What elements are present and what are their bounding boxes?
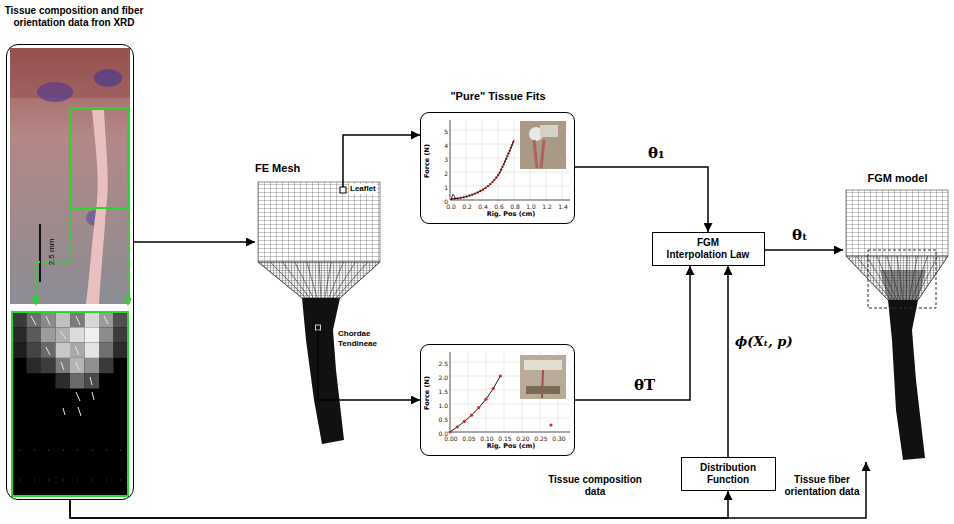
flow-arrow xyxy=(575,167,708,232)
edge-label: θT xyxy=(634,377,655,393)
edge-label: θₜ xyxy=(792,227,808,243)
tick-label: 3 xyxy=(444,156,448,163)
xrd-grid xyxy=(12,312,128,496)
model-figure: FGM model xyxy=(843,172,952,462)
tick-label: 0.30 xyxy=(552,435,565,442)
tick-label: 0.2 xyxy=(462,203,472,210)
tick-label: 5 xyxy=(444,128,448,135)
flow-arrow xyxy=(70,491,728,518)
process-box: FGM Interpolation Law xyxy=(652,232,765,266)
tick-label: 0.25 xyxy=(534,435,547,442)
flow-arrow xyxy=(343,135,420,162)
fit-plot: Force (N)Rig. Pos (cm)0.00.51.01.52.02.5… xyxy=(420,344,575,456)
flow-arrow xyxy=(134,241,255,243)
tick-label: 0.20 xyxy=(516,435,529,442)
axis-label: Force (N) xyxy=(424,376,431,410)
tick-label: 1.0 xyxy=(438,402,448,409)
tick-label: 0.10 xyxy=(480,435,493,442)
figure-title: FGM model xyxy=(843,172,952,185)
tick-label: 0.05 xyxy=(462,435,475,442)
process-box: Distribution Function xyxy=(681,457,776,491)
fe-mesh xyxy=(258,162,385,444)
tick-label: 1.5 xyxy=(438,388,448,395)
fgm-mesh xyxy=(846,190,948,460)
group-heading: "Pure" Tissue Fits xyxy=(418,90,578,103)
tick-label: 0.0 xyxy=(446,203,456,210)
tick-label: 1.4 xyxy=(558,203,568,210)
fit-plot: Force (N)Rig. Pos (cm)0123450.00.20.40.6… xyxy=(420,112,575,224)
force-plot xyxy=(450,120,570,200)
tick-label: 0.6 xyxy=(494,203,504,210)
flow-arrow xyxy=(727,266,729,457)
edge-label: Tissue fiber orientation data xyxy=(782,474,862,498)
box-label: Distribution Function xyxy=(693,462,763,486)
tick-label: 0.8 xyxy=(510,203,520,210)
tick-label: 0.4 xyxy=(478,203,488,210)
tick-label: 2 xyxy=(444,170,448,177)
figure-title: FE Mesh xyxy=(255,162,385,175)
flow-arrow xyxy=(765,249,844,251)
part-label: Leaflet xyxy=(349,184,377,194)
box-label: FGM Interpolation Law xyxy=(666,237,750,261)
flow-arrow xyxy=(385,399,420,401)
edge-label: ϕ(Xₜ, p) xyxy=(735,334,793,349)
tick-label: 0.5 xyxy=(438,416,448,423)
tick-label: 1 xyxy=(444,184,448,191)
part-label: Chordae Tendineae xyxy=(338,329,384,349)
flow-arrow xyxy=(575,266,690,400)
tick-label: 0.00 xyxy=(444,435,457,442)
tick-label: 2.5 xyxy=(438,360,448,367)
tick-label: 1.0 xyxy=(526,203,536,210)
tick-label: 4 xyxy=(444,142,448,149)
xrd-photo xyxy=(10,48,130,306)
mesh-figure: FE Mesh xyxy=(255,162,385,445)
axis-label: Rig. Pos (cm) xyxy=(487,443,536,450)
tick-label: 2.0 xyxy=(438,374,448,381)
tick-label: 0.15 xyxy=(498,435,511,442)
axis-label: Rig. Pos (cm) xyxy=(487,211,536,218)
axis-label: Force (N) xyxy=(424,144,431,178)
edge-label: θ₁ xyxy=(648,145,665,161)
scale-label: 2.5 mm xyxy=(47,239,57,266)
panel-heading: Tissue composition and fiber orientation… xyxy=(3,5,145,29)
edge-label: Tissue composition data xyxy=(545,474,645,498)
data-panel: Tissue composition and fiber orientation… xyxy=(6,44,134,500)
force-plot xyxy=(448,352,570,434)
tick-label: 1.2 xyxy=(542,203,552,210)
